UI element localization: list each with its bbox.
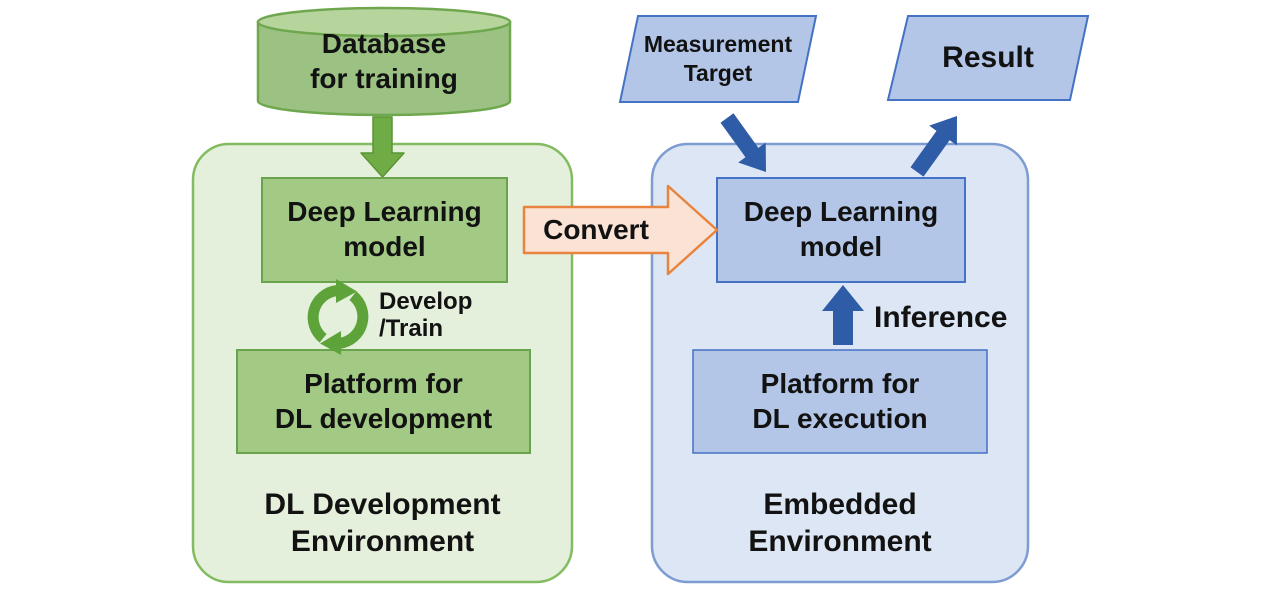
- measurement-input-arrow-icon: [720, 113, 766, 172]
- result-output-arrow-icon: [910, 116, 957, 177]
- convert-arrow-icon: [522, 184, 719, 276]
- platform-dl-execution-box: [692, 349, 988, 454]
- database-cylinder-icon: [256, 6, 512, 117]
- result-parallelogram: [886, 15, 1090, 101]
- training-data-down-arrow-icon: [360, 116, 405, 178]
- platform-dl-development-box: [236, 349, 531, 454]
- inference-up-arrow-icon: [822, 285, 864, 345]
- dev-deep-learning-model-box: [261, 177, 508, 283]
- emb-deep-learning-model-box: [716, 177, 966, 283]
- measurement-target-parallelogram: [618, 15, 818, 103]
- develop-train-cycle-icon: [307, 279, 369, 355]
